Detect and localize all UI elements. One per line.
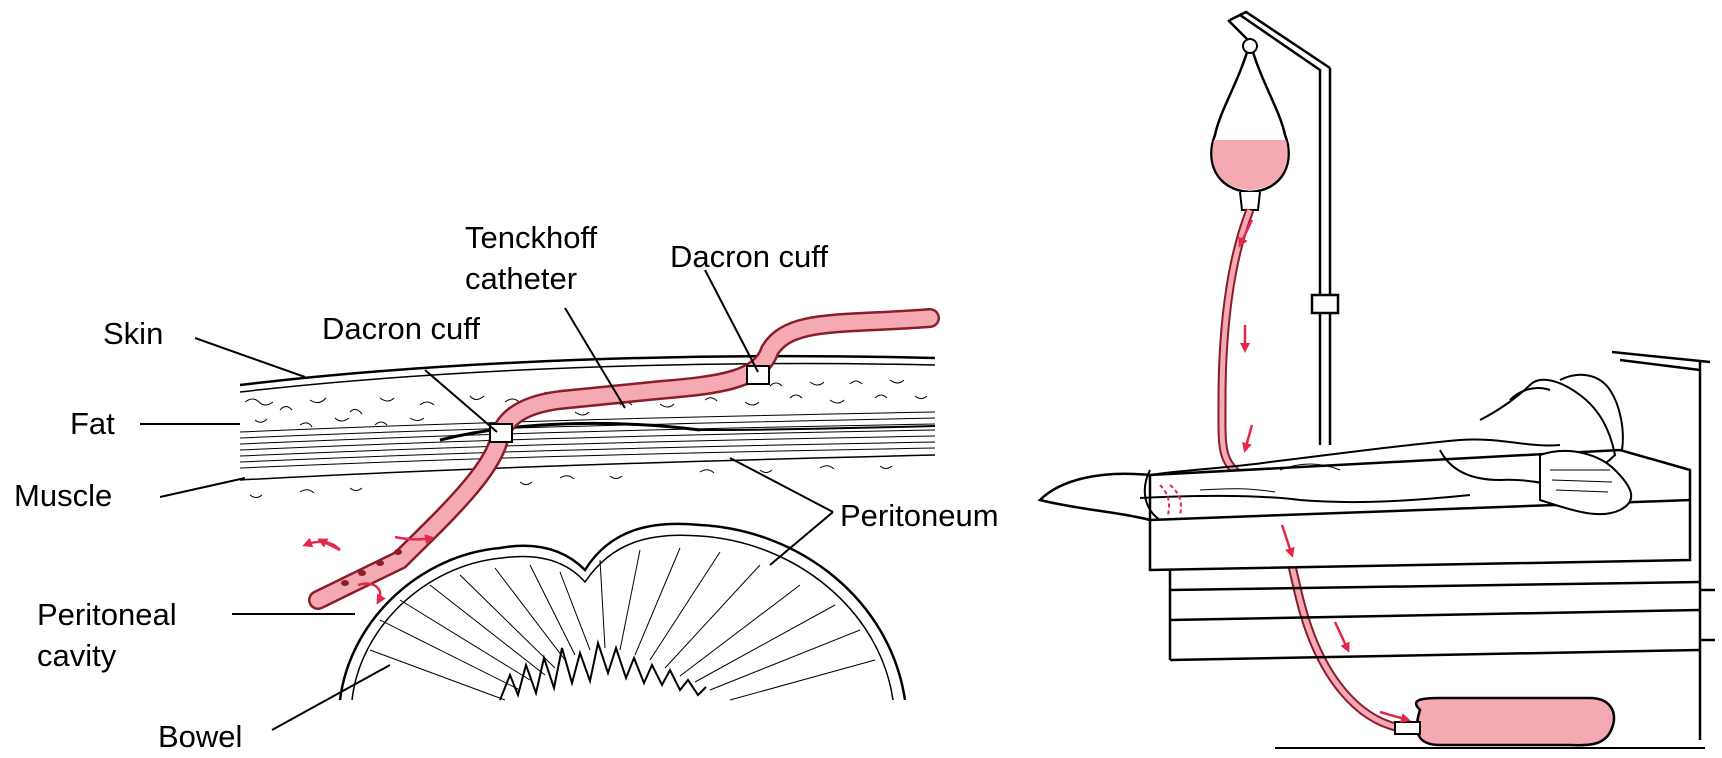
skin-layer bbox=[240, 356, 935, 385]
fat-label: Fat bbox=[70, 406, 115, 442]
tenckhoff-catheter-label-line1: Tenckhoff bbox=[465, 220, 597, 256]
bed bbox=[1040, 352, 1715, 748]
dacron-cuff-superficial-label: Dacron cuff bbox=[670, 239, 828, 275]
peritoneum-label: Peritoneum bbox=[840, 498, 999, 534]
dacron-cuff-deep bbox=[490, 424, 512, 442]
peritoneum-layer bbox=[240, 455, 935, 480]
abdominal-wall-cross-section bbox=[240, 356, 935, 497]
bowel bbox=[340, 524, 905, 700]
tenckhoff-catheter-label-line2: catheter bbox=[465, 261, 577, 297]
muscle-label: Muscle bbox=[14, 478, 112, 514]
peritoneal-cavity-label-line2: cavity bbox=[37, 638, 116, 674]
tenckhoff-catheter bbox=[318, 318, 930, 600]
dacron-cuff-deep-label: Dacron cuff bbox=[322, 311, 480, 347]
drain-bag bbox=[1395, 698, 1614, 745]
skin-label: Skin bbox=[103, 316, 163, 352]
dacron-cuff-superficial bbox=[747, 366, 769, 384]
dialysate-bag bbox=[1211, 39, 1288, 210]
bowel-label: Bowel bbox=[158, 719, 242, 755]
peritoneal-cavity-label-line1: Peritoneal bbox=[37, 597, 177, 633]
leader-lines bbox=[140, 270, 833, 730]
bowel-folds bbox=[370, 548, 875, 700]
